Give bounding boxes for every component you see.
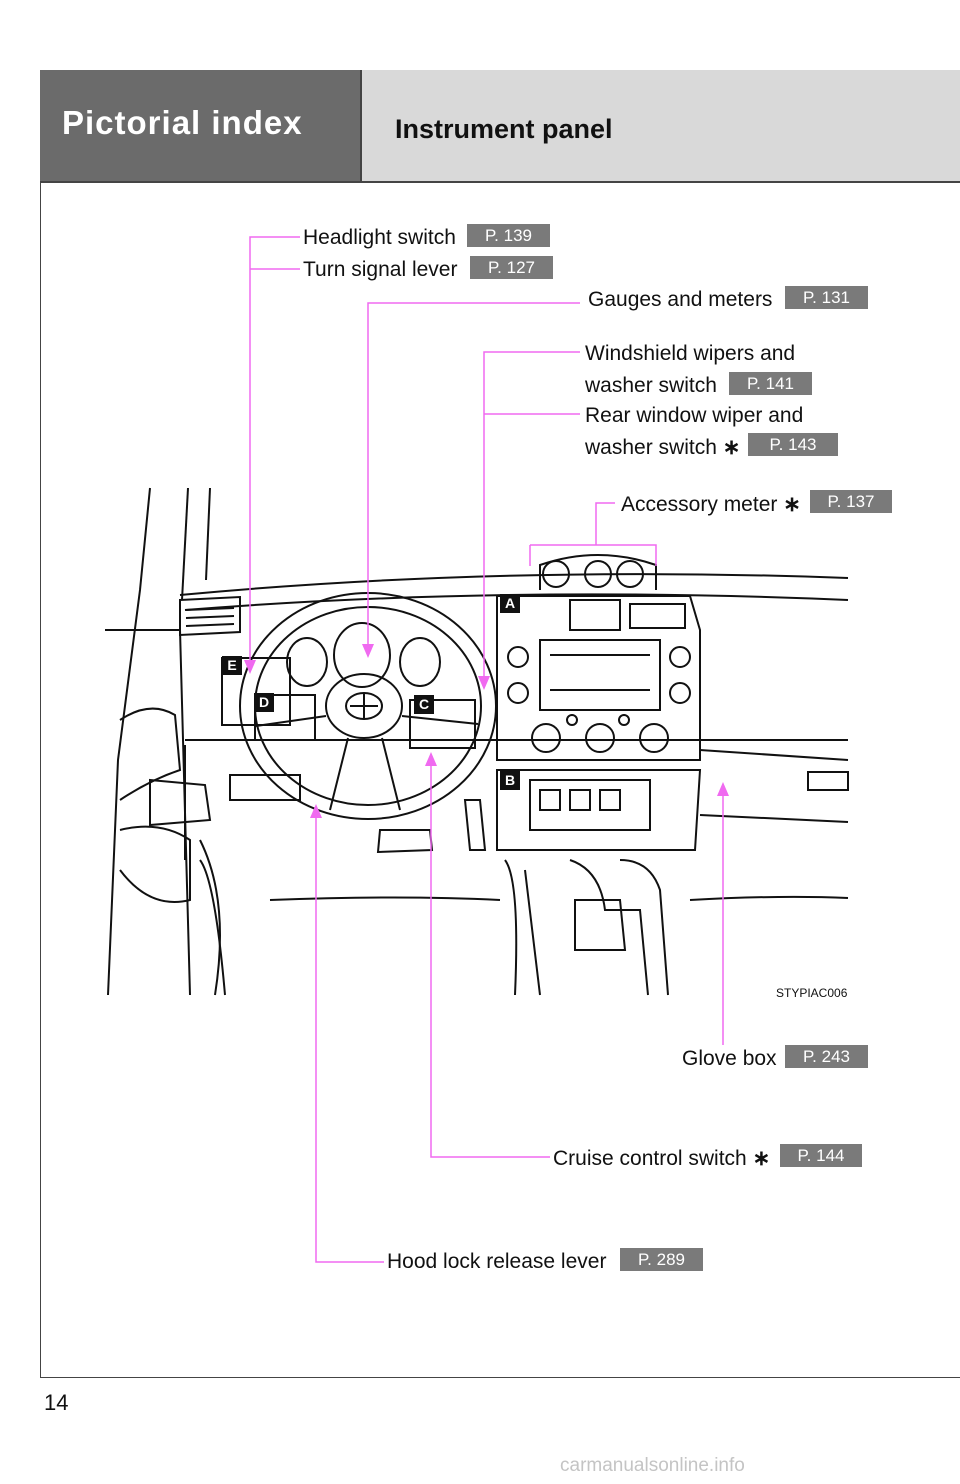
glove-box-ref[interactable]: P. 243 xyxy=(785,1045,868,1068)
cruise-control-ref[interactable]: P. 144 xyxy=(780,1144,862,1167)
hood-leader xyxy=(315,812,384,1263)
dashboard-drawing xyxy=(105,487,849,996)
gauges-ref[interactable]: P. 131 xyxy=(785,286,868,309)
leader-lines xyxy=(249,236,724,1263)
rear-wiper-label-line1: Rear window wiper and xyxy=(585,404,804,427)
section-title: Pictorial index xyxy=(62,104,303,141)
optional-mark: ∗ xyxy=(722,436,741,459)
rear-wiper-ref[interactable]: P. 143 xyxy=(748,433,838,456)
leader-arrowheads xyxy=(244,644,729,818)
heading-bar xyxy=(362,70,960,182)
gauges-leader xyxy=(367,302,580,648)
header-divider xyxy=(40,181,960,183)
page-heading: Instrument panel xyxy=(395,114,613,144)
windshield-wipers-label-line2: washer switch xyxy=(585,374,717,397)
badge-e: E xyxy=(222,656,242,675)
headlight-switch-ref[interactable]: P. 139 xyxy=(467,224,550,247)
windshield-wipers-ref[interactable]: P. 141 xyxy=(729,372,812,395)
optional-mark: ∗ xyxy=(752,1147,771,1170)
glove-box-label: Glove box xyxy=(682,1047,777,1070)
turn-signal-ref[interactable]: P. 127 xyxy=(470,256,553,279)
section-tab xyxy=(40,70,362,182)
windshield-wipers-label-line1: Windshield wipers and xyxy=(585,342,796,365)
accessory-leader xyxy=(595,502,615,545)
accessory-meter-label: Accessory meter ∗ xyxy=(621,493,801,516)
figure-code: STYPIAC006 xyxy=(776,986,848,1000)
badge-b: B xyxy=(500,771,520,790)
optional-mark: ∗ xyxy=(783,493,801,516)
badge-d: D xyxy=(254,693,274,712)
cruise-control-label: Cruise control switch ∗ xyxy=(553,1147,771,1170)
hood-lock-label: Hood lock release lever xyxy=(387,1250,607,1273)
hood-lock-ref[interactable]: P. 289 xyxy=(620,1248,703,1271)
headlight-leader xyxy=(249,236,300,665)
wipers-leader xyxy=(483,351,580,680)
accessory-meter-ref[interactable]: P. 137 xyxy=(810,490,892,513)
headlight-switch-label: Headlight switch xyxy=(303,226,456,249)
badge-c: C xyxy=(414,695,434,714)
gauges-label: Gauges and meters xyxy=(588,288,773,311)
rear-wiper-label-line2: washer switch ∗ xyxy=(585,436,741,459)
cruise-leader xyxy=(430,760,550,1158)
watermark: carmanualsonline.info xyxy=(560,1455,745,1476)
badge-a: A xyxy=(500,594,520,613)
page-number: 14 xyxy=(44,1390,69,1415)
turn-signal-label: Turn signal lever xyxy=(303,258,458,281)
